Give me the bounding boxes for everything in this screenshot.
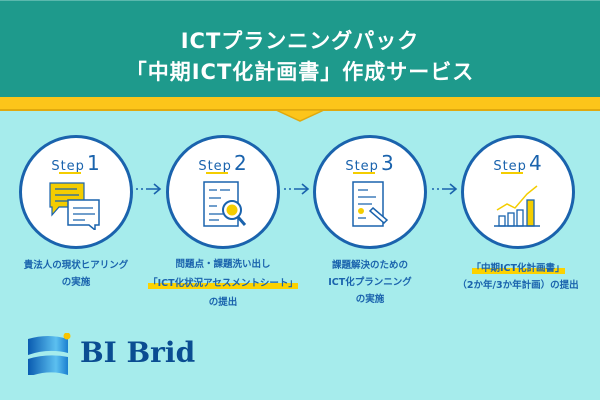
chat-bubbles-icon	[49, 182, 100, 230]
title-line-2: 「中期ICT化計画書」作成サービス	[125, 60, 475, 84]
arrow-right-icon	[136, 183, 162, 195]
yellow-band	[0, 97, 600, 111]
title-line-1: ICTプランニングパック	[180, 29, 420, 53]
logo-text: BI Brid	[80, 336, 196, 369]
arrow-right-icon	[284, 183, 310, 195]
step-4-description: 「中期ICT化計画書」（2か年/3か年計画）の提出	[457, 263, 579, 291]
step-1-description: 貴法人の現状ヒアリングの実施	[23, 260, 129, 288]
arrow-right-icon	[432, 183, 458, 195]
header-banner: ICTプランニングパック 「中期ICT化計画書」作成サービス	[0, 0, 600, 98]
step-underline	[353, 172, 375, 174]
step-underline	[59, 172, 81, 174]
bi-brid-logo-icon	[28, 333, 71, 375]
bar-chart-growth-icon	[494, 185, 540, 227]
step-underline	[501, 172, 523, 174]
document-pen-icon	[352, 181, 389, 227]
step-underline	[206, 172, 228, 174]
step-2-description: 問題点・課題洗い出し「ICT化状況アセスメントシート」の提出	[148, 259, 298, 308]
document-magnifier-icon	[203, 181, 247, 227]
